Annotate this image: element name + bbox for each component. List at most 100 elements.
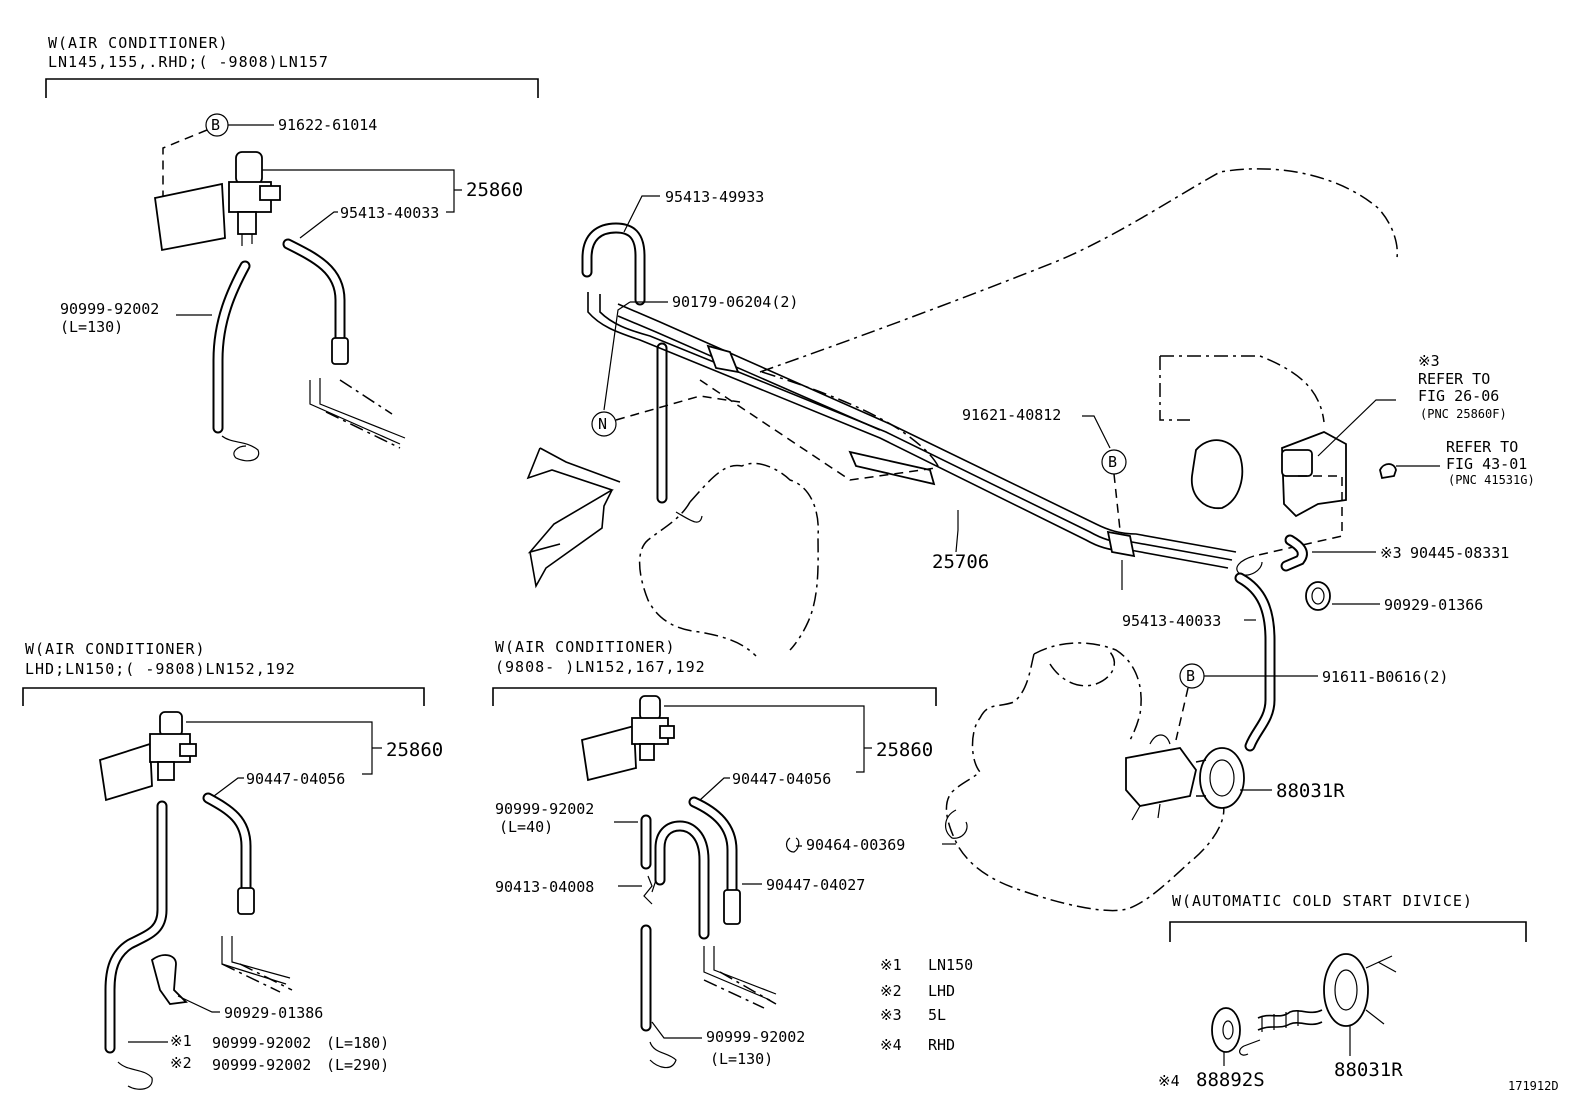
section-bottom-mid: W(AIR CONDITIONER) (9808- )LN152,167,192…: [492, 638, 937, 1069]
tl-25860-leader: [262, 169, 462, 213]
main-ref1-leader: [1317, 399, 1396, 457]
main-body-right: [1159, 355, 1347, 557]
legend-mark-1: ※1: [880, 956, 902, 974]
main-part-91611: 91611-B0616(2): [1322, 668, 1448, 686]
main-part-88031R: 88031R: [1276, 780, 1345, 802]
legend-text-3: 5L: [928, 1006, 946, 1024]
tl-part-25860: 25860: [466, 179, 523, 201]
main-part-95413-40033: 95413-40033: [1122, 612, 1221, 630]
bl-header-line1: W(AIR CONDITIONER): [25, 640, 206, 658]
main-clamp-bracket: [1106, 530, 1136, 558]
tl-bracket: [45, 78, 539, 98]
main-ref2-part: [1379, 463, 1397, 480]
main-hose-49933: [581, 222, 668, 504]
legend: ※1 LN150 ※2 LHD ※3 5L ※4 RHD: [880, 956, 973, 1054]
bl-hoses: [104, 792, 255, 1090]
legend-text-1: LN150: [928, 956, 973, 974]
br-bracket: [1169, 921, 1527, 942]
main-ref2-line3: (PNC 41531G): [1448, 473, 1535, 487]
tl-vsv-valve: [153, 151, 281, 252]
main-clip-90929: [1305, 581, 1331, 611]
tl-header-line1: W(AIR CONDITIONER): [48, 34, 229, 52]
bl-mark-1: ※1: [170, 1032, 192, 1050]
main-90179-leader: [603, 301, 631, 411]
main-clip-90464: [785, 837, 802, 853]
main-n-label: N: [598, 415, 607, 433]
br-mark-4: ※4: [1158, 1072, 1180, 1090]
main-n-circle: [591, 411, 617, 437]
bl-bracket: [22, 687, 425, 706]
body-outline: [759, 168, 1399, 373]
main-ref1-mark: ※3: [1418, 352, 1440, 370]
legend-mark-4: ※4: [880, 1036, 902, 1054]
section-top-left: W(AIR CONDITIONER) LN145,155,.RHD;( -980…: [45, 34, 539, 462]
figure-id: 171912D: [1508, 1079, 1559, 1093]
main-part-25706: 25706: [932, 551, 989, 573]
main-25706-leader: [955, 510, 959, 553]
bl-part-90999-1-note: (L=180): [326, 1034, 389, 1052]
section-bottom-right: W(AUTOMATIC COLD START DIVICE) ※4 88892S…: [1158, 892, 1527, 1091]
tl-b-dashed: [162, 129, 208, 198]
main-ref2-line2: FIG 43-01: [1446, 455, 1527, 473]
bm-header-line2: (9808- )LN152,167,192: [495, 658, 706, 676]
main-hose-40033: [1234, 572, 1276, 752]
main-49933-leader: [623, 195, 660, 233]
main-ref2-line1: REFER TO: [1446, 438, 1518, 456]
bm-part-90447-04056: 90447-04056: [732, 770, 831, 788]
tl-header-line2: LN145,155,.RHD;( -9808)LN157: [48, 53, 329, 71]
bl-clip-90929: [150, 954, 188, 1005]
main-fitting-90445: [1236, 534, 1308, 576]
main-pipe-25706: [587, 292, 1237, 569]
tl-pipe-stub: [309, 378, 406, 445]
main-part-91621: 91621-40812: [962, 406, 1061, 424]
legend-mark-2: ※2: [880, 982, 902, 1000]
front-arrows: [526, 447, 621, 589]
bl-vsv-valve: [98, 711, 197, 802]
tl-part-90999: 90999-92002: [60, 300, 159, 318]
bm-part-90447-04027: 90447-04027: [766, 876, 865, 894]
bm-hoses: [640, 796, 741, 1069]
br-part-88031R: 88031R: [1334, 1059, 1403, 1081]
br-actuator-88031R: [1239, 953, 1397, 1056]
section-main: 95413-49933 90179-06204(2) N 25706: [526, 168, 1535, 912]
bl-part-90999-2: 90999-92002: [212, 1056, 311, 1074]
bl-part-90447: 90447-04056: [246, 770, 345, 788]
legend-text-2: LHD: [928, 982, 955, 1000]
bm-part-90999-130: 90999-92002: [706, 1028, 805, 1046]
bl-part-90999-1: 90999-92002: [212, 1034, 311, 1052]
main-90445-mark: ※3: [1380, 544, 1402, 562]
tl-part-95413: 95413-40033: [340, 204, 439, 222]
bm-vsv-valve: [580, 695, 675, 782]
br-header: W(AUTOMATIC COLD START DIVICE): [1172, 892, 1473, 910]
bm-part-90999-40-note: (L=40): [499, 818, 553, 836]
main-part-90464: 90464-00369: [806, 836, 905, 854]
main-ref1-line3: (PNC 25860F): [1420, 407, 1507, 421]
main-actuator-88031R: [1125, 734, 1245, 821]
bl-part-25860: 25860: [386, 739, 443, 761]
section-bottom-left: W(AIR CONDITIONER) LHD;LN150;( -9808)LN1…: [22, 640, 443, 1090]
tl-b-label: B: [211, 116, 220, 134]
tl-part-91622: 91622-61014: [278, 116, 377, 134]
bl-part-90929: 90929-01386: [224, 1004, 323, 1022]
br-washer: [1211, 1007, 1241, 1053]
legend-text-4: RHD: [928, 1036, 955, 1054]
main-pipe-bracket: [699, 344, 937, 486]
bl-part-90999-2-note: (L=290): [326, 1056, 389, 1074]
bl-header-line2: LHD;LN150;( -9808)LN152,192: [25, 660, 296, 678]
bm-part-90999-130-note: (L=130): [710, 1050, 773, 1068]
bm-header-line1: W(AIR CONDITIONER): [495, 638, 676, 656]
tl-hoses: [212, 238, 349, 462]
main-part-95413-49933: 95413-49933: [665, 188, 764, 206]
legend-mark-3: ※3: [880, 1006, 902, 1024]
main-ref1-line2: FIG 26-06: [1418, 387, 1499, 405]
bl-mark-2: ※2: [170, 1054, 192, 1072]
bm-part-90413: 90413-04008: [495, 878, 594, 896]
br-part-88892S: 88892S: [1196, 1069, 1265, 1091]
main-part-90929-01366: 90929-01366: [1384, 596, 1483, 614]
bm-part-25860: 25860: [876, 739, 933, 761]
engine-outline-lower: [945, 642, 1225, 912]
tl-part-90999-note: (L=130): [60, 318, 123, 336]
main-b-label-1: B: [1108, 453, 1117, 471]
